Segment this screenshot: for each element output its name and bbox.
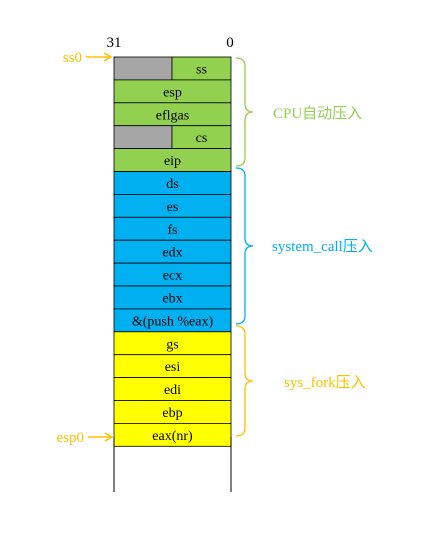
stack-cell-label: cs <box>196 131 208 146</box>
stack-cell-label: gs <box>166 337 178 352</box>
stack-cell-label: ds <box>166 177 178 192</box>
stack-cell-label: es <box>167 200 179 215</box>
stack-cell: es <box>113 193 232 218</box>
stack-cell-label: fs <box>167 223 177 238</box>
stack-cell-label: ss <box>196 62 207 77</box>
stack-cell-label: ebx <box>162 291 182 306</box>
sys-fork-group-label: sys_fork压入 <box>284 374 366 391</box>
ss0-label: ss0 <box>63 50 82 66</box>
stack-cell-label: edi <box>164 383 181 398</box>
stack-cell: ecx <box>113 262 232 287</box>
system-call-group-label: system_call压入 <box>272 238 373 255</box>
system-call-brace <box>235 167 254 325</box>
stack-cell: edi <box>113 377 232 401</box>
unused-half <box>113 56 173 81</box>
stack-cell: edx <box>113 239 232 264</box>
stack-cell-label: eax(nr) <box>152 429 193 444</box>
stack-cell: eax(nr) <box>113 422 232 447</box>
stack-cell-label: edx <box>162 246 182 261</box>
stack-cell: gs <box>113 331 232 356</box>
stack-cell: ebx <box>113 285 232 310</box>
stack-cell-label: &(push %eax) <box>132 314 214 329</box>
bit-high-label: 31 <box>107 35 122 51</box>
stack-cell-label: eflgas <box>156 108 189 123</box>
stack-cell-label: ebp <box>162 406 182 421</box>
ss0-arrow-icon <box>86 52 113 62</box>
cpu-brace <box>235 57 254 167</box>
stack-cell: esp <box>113 79 232 104</box>
cpu-group-label: CPU自动压入 <box>273 105 362 122</box>
unused-half <box>113 125 173 149</box>
stack-cell-label: ecx <box>163 269 182 284</box>
stack-cell: fs <box>113 216 232 241</box>
stack-cell-label: esi <box>165 360 181 375</box>
bit-low-label: 0 <box>226 35 234 51</box>
stack-cell: eip <box>113 148 232 172</box>
stack-cell: eflgas <box>113 102 232 127</box>
stack-cell: cs <box>113 125 232 149</box>
stack-cell-label: eip <box>164 154 181 169</box>
stack-cell: &(push %eax) <box>113 308 232 333</box>
stack-cell: ss <box>113 56 232 81</box>
stack-cell: ds <box>113 171 232 195</box>
stack-cell: esi <box>113 354 232 379</box>
stack-cell-label: esp <box>163 85 182 100</box>
esp0-arrow-icon <box>88 432 114 442</box>
cell-fill <box>113 422 232 447</box>
sys-fork-brace <box>235 325 254 437</box>
stack-cell: ebp <box>113 400 232 424</box>
esp0-label: esp0 <box>57 430 85 446</box>
